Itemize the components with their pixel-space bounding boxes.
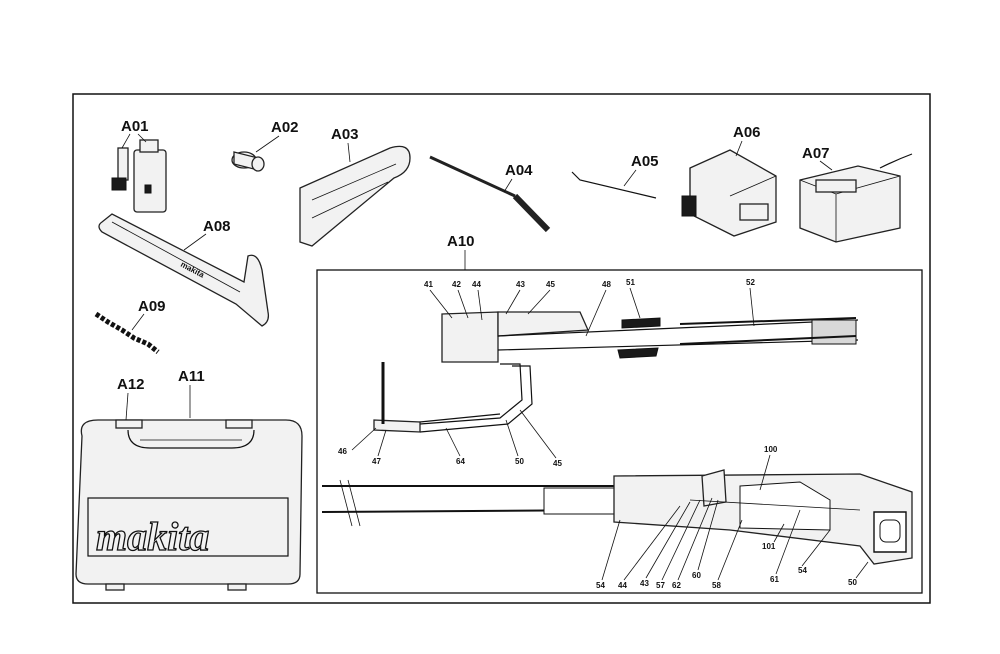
lower-callouts: 100 101 54 44 43 57 62 60 58 61 54 50 <box>596 445 869 590</box>
hex-wrench <box>571 171 657 199</box>
callout-62: 62 <box>672 581 681 590</box>
callout-46: 46 <box>338 447 347 456</box>
bar-cover <box>299 145 411 247</box>
callout-54-right: 54 <box>798 566 807 575</box>
charger <box>799 153 913 243</box>
callout-101: 101 <box>762 542 776 551</box>
callout-45-top: 45 <box>546 280 555 289</box>
callout-48: 48 <box>602 280 611 289</box>
callout-44: 44 <box>472 280 481 289</box>
part-label-a12: A12 <box>117 376 145 393</box>
part-label-a03: A03 <box>331 126 359 143</box>
callout-42: 42 <box>452 280 461 289</box>
battery <box>681 149 777 237</box>
callout-43: 43 <box>516 280 525 289</box>
oil-bottle <box>111 139 167 213</box>
callout-43-bottom: 43 <box>640 579 649 588</box>
part-label-a05: A05 <box>631 153 659 170</box>
callout-50: 50 <box>515 457 524 466</box>
part-label-a10: A10 <box>447 233 475 250</box>
round-file <box>429 155 551 233</box>
case-logo: makita <box>96 514 209 559</box>
part-label-a04: A04 <box>505 162 533 179</box>
guide-bar: makita <box>98 213 270 327</box>
callout-50-bottom: 50 <box>848 578 857 587</box>
part-label-a07: A07 <box>802 145 830 162</box>
callout-54-left: 54 <box>596 581 605 590</box>
callout-41: 41 <box>424 280 433 289</box>
carrying-case: makita <box>75 419 303 591</box>
part-label-a01: A01 <box>121 118 149 135</box>
a10-inset-frame <box>316 269 923 594</box>
callout-51: 51 <box>626 278 635 287</box>
callout-52: 52 <box>746 278 755 287</box>
upper-shaft-assembly <box>373 311 859 433</box>
outer-frame <box>72 93 931 604</box>
callout-57: 57 <box>656 581 665 590</box>
lower-handle-assembly <box>321 469 913 565</box>
callout-45-bottom: 45 <box>553 459 562 468</box>
part-label-a08: A08 <box>203 218 231 235</box>
part-label-a09: A09 <box>138 298 166 315</box>
saw-chain <box>94 311 160 354</box>
callout-64: 64 <box>456 457 465 466</box>
callout-44-bottom: 44 <box>618 581 627 590</box>
part-label-a02: A02 <box>271 119 299 136</box>
sleeve <box>231 151 265 172</box>
part-label-a06: A06 <box>733 124 761 141</box>
callout-100: 100 <box>764 445 778 454</box>
callout-58: 58 <box>712 581 721 590</box>
part-label-a11: A11 <box>178 368 205 385</box>
callout-47: 47 <box>372 457 381 466</box>
callout-61: 61 <box>770 575 779 584</box>
upper-callouts: 41 42 44 43 45 48 51 52 46 47 64 50 45 <box>338 278 755 468</box>
callout-60: 60 <box>692 571 701 580</box>
